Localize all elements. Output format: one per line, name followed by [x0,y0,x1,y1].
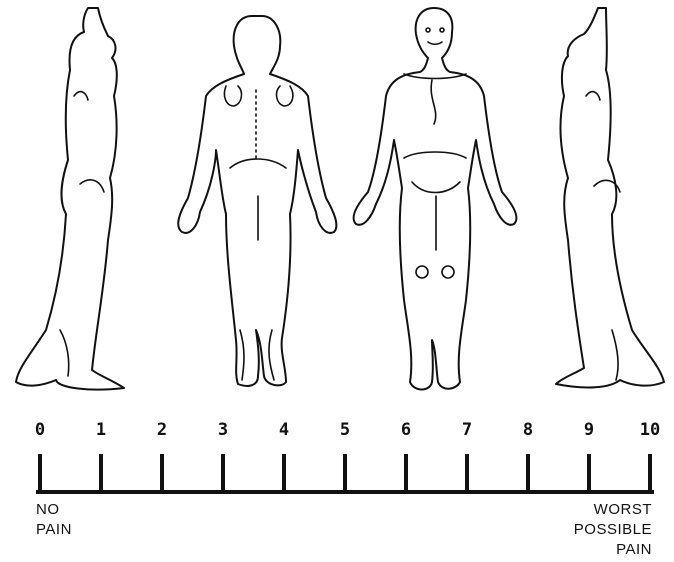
worst-pain-label-line3: PAIN [616,541,652,558]
tick-label-4: 4 [279,420,289,440]
tick-label-0: 0 [35,420,45,440]
figure-back [178,16,336,386]
figure-left-side [16,8,124,390]
figure-front [354,8,517,390]
tick-label-5: 5 [340,420,350,440]
worst-pain-label-line2: POSSIBLE [574,521,652,538]
no-pain-label-line2: PAIN [36,521,72,538]
tick-label-8: 8 [523,420,533,440]
tick-label-3: 3 [218,420,228,440]
tick-label-6: 6 [401,420,411,440]
body-figures [0,0,674,400]
pain-scale: 0 1 2 3 4 5 6 7 8 9 10 NO PAIN WORST POSSIBLE PAIN [0,400,674,562]
worst-pain-label-line1: WORST [594,501,652,518]
tick-label-9: 9 [584,420,594,440]
tick-marks [40,454,650,492]
figure-right-side [556,8,664,387]
tick-label-7: 7 [462,420,472,440]
tick-labels: 0 1 2 3 4 5 6 7 8 9 10 [35,420,660,440]
tick-label-2: 2 [157,420,167,440]
tick-label-10: 10 [640,420,660,440]
no-pain-label-line1: NO [36,501,60,518]
tick-label-1: 1 [96,420,106,440]
